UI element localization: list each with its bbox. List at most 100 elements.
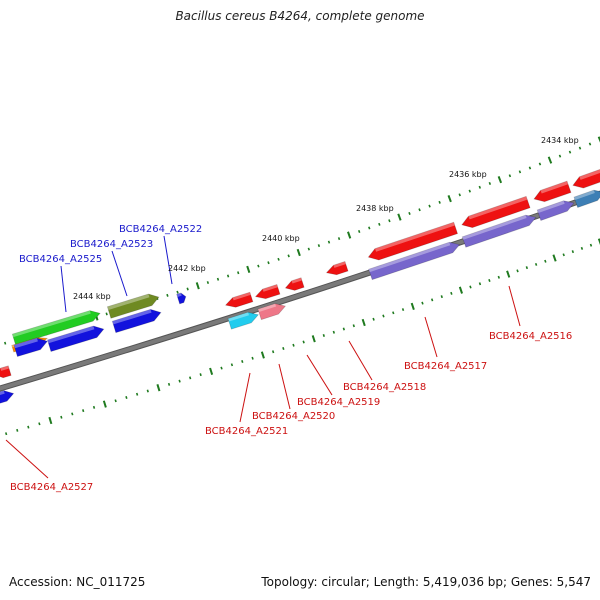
inner-tick-22 [230, 363, 234, 367]
inner-tick-35 [361, 318, 366, 327]
gene-a2516-red [461, 195, 531, 228]
outer-tick-32 [317, 244, 321, 248]
outer-tick-35 [347, 231, 352, 239]
outer-tick-38 [378, 222, 381, 226]
inner-tick-14 [146, 389, 149, 393]
outer-tick-37 [368, 226, 371, 230]
outer-tick-52 [518, 170, 522, 174]
outer-tick-21 [206, 281, 210, 285]
inner-tick-38 [392, 311, 395, 315]
gene-steel [573, 189, 600, 209]
outer-tick-34 [337, 237, 341, 241]
inner-tick-55 [552, 254, 557, 262]
leader-line-1 [111, 250, 128, 297]
gene-label-a2525[interactable]: BCB4264_A2525 [19, 254, 102, 265]
inner-tick-23 [241, 360, 244, 364]
gene-a2522-blue [176, 292, 187, 305]
kbp-label-2444: 2444 kbp [73, 292, 111, 301]
kbp-label-2442: 2442 kbp [168, 264, 206, 273]
gene-label-a2517[interactable]: BCB4264_A2517 [404, 361, 487, 372]
leader-line-4 [424, 316, 438, 358]
inner-tick-8 [82, 409, 85, 413]
outer-tick-18 [176, 290, 179, 294]
gene-a2516-red-highlight [468, 196, 528, 220]
outer-tick-60 [597, 136, 600, 143]
outer-tick-20 [195, 282, 200, 290]
gene-a2516-red-body [461, 195, 531, 228]
gene-a2528-red-body [0, 365, 12, 379]
leader-line-0 [163, 235, 173, 285]
gene-label-a2519[interactable]: BCB4264_A2519 [297, 397, 380, 408]
gene-label-a2522[interactable]: BCB4264_A2522 [119, 224, 202, 235]
inner-tick-46 [469, 285, 472, 289]
leader-line-7 [278, 363, 291, 410]
leader-line-2 [60, 265, 67, 313]
inner-tick-24 [251, 356, 254, 360]
outer-tick-29 [287, 254, 290, 258]
outer-tick-1 [4, 341, 7, 345]
gene-a2515-red [533, 180, 572, 203]
outer-tick-43 [428, 204, 431, 208]
inner-tick-48 [488, 279, 491, 283]
gene-label-a2523[interactable]: BCB4264_A2523 [70, 239, 153, 250]
inner-tick-34 [352, 324, 355, 328]
inner-tick-28 [292, 343, 295, 347]
outer-tick-30 [296, 248, 301, 257]
accession-text: Accession: NC_011725 [9, 575, 146, 589]
gene-blue-1-highlight [13, 338, 38, 349]
inner-tick-37 [382, 314, 385, 318]
gene-a2520-red [254, 284, 281, 300]
outer-tick-31 [307, 247, 311, 251]
label-leader-lines [5, 235, 521, 479]
gene-steel-highlight [574, 190, 595, 201]
inner-tick-20 [209, 367, 214, 375]
outer-tick-22 [216, 277, 220, 281]
inner-tick-26 [271, 350, 275, 354]
gene-steel-body [573, 189, 600, 209]
gene-blue-3-body [111, 308, 162, 334]
gene-label-a2520[interactable]: BCB4264_A2520 [252, 411, 335, 422]
gene-purple-1-highlight [368, 242, 451, 273]
inner-tick-27 [282, 347, 285, 350]
gene-blue-1-body [13, 337, 48, 358]
gene-purple-1 [368, 241, 461, 281]
gene-blue-1 [13, 337, 48, 358]
inner-tick-33 [342, 327, 346, 331]
gene-cyan-body [227, 311, 260, 330]
gene-blue-4-body [0, 390, 15, 405]
inner-tick-18 [189, 376, 192, 380]
gene-a2518-red-highlight [333, 261, 346, 268]
gene-label-a2516[interactable]: BCB4264_A2516 [489, 331, 572, 342]
inner-tick-53 [534, 262, 538, 266]
inner-tick-1 [5, 432, 8, 436]
inner-tick-57 [571, 250, 575, 254]
inner-tick-31 [322, 334, 325, 337]
gene-a2519-red-highlight [291, 277, 302, 284]
gene-a2514-red-highlight [579, 168, 600, 180]
outer-tick-11 [105, 312, 108, 316]
gene-a2525-green-body [11, 310, 101, 346]
inner-tick-6 [60, 415, 63, 419]
inner-tick-43 [440, 295, 443, 299]
outer-tick-45 [447, 194, 452, 203]
gene-label-a2518[interactable]: BCB4264_A2518 [343, 382, 426, 393]
inner-tick-4 [38, 422, 41, 426]
outer-tick-55 [547, 156, 553, 164]
gene-purple-3 [536, 200, 575, 221]
gene-a2520-red-body [254, 284, 281, 300]
gene-label-a2521[interactable]: BCB4264_A2521 [205, 426, 288, 437]
outer-tick-39 [388, 219, 391, 223]
gene-a2522-blue-body [176, 292, 187, 305]
gene-pink [257, 303, 287, 321]
outer-tick-56 [558, 154, 562, 158]
outer-tick-17 [166, 293, 169, 297]
gene-a2521-red-highlight [232, 292, 251, 301]
gene-a2525-green [11, 310, 101, 346]
inner-tick-58 [580, 246, 584, 250]
leader-line-9 [5, 439, 49, 479]
inner-tick-49 [497, 275, 500, 279]
outer-tick-36 [358, 230, 361, 234]
inner-tick-2 [16, 428, 19, 432]
leader-line-5 [348, 340, 373, 381]
gene-label-a2527[interactable]: BCB4264_A2527 [10, 482, 93, 493]
